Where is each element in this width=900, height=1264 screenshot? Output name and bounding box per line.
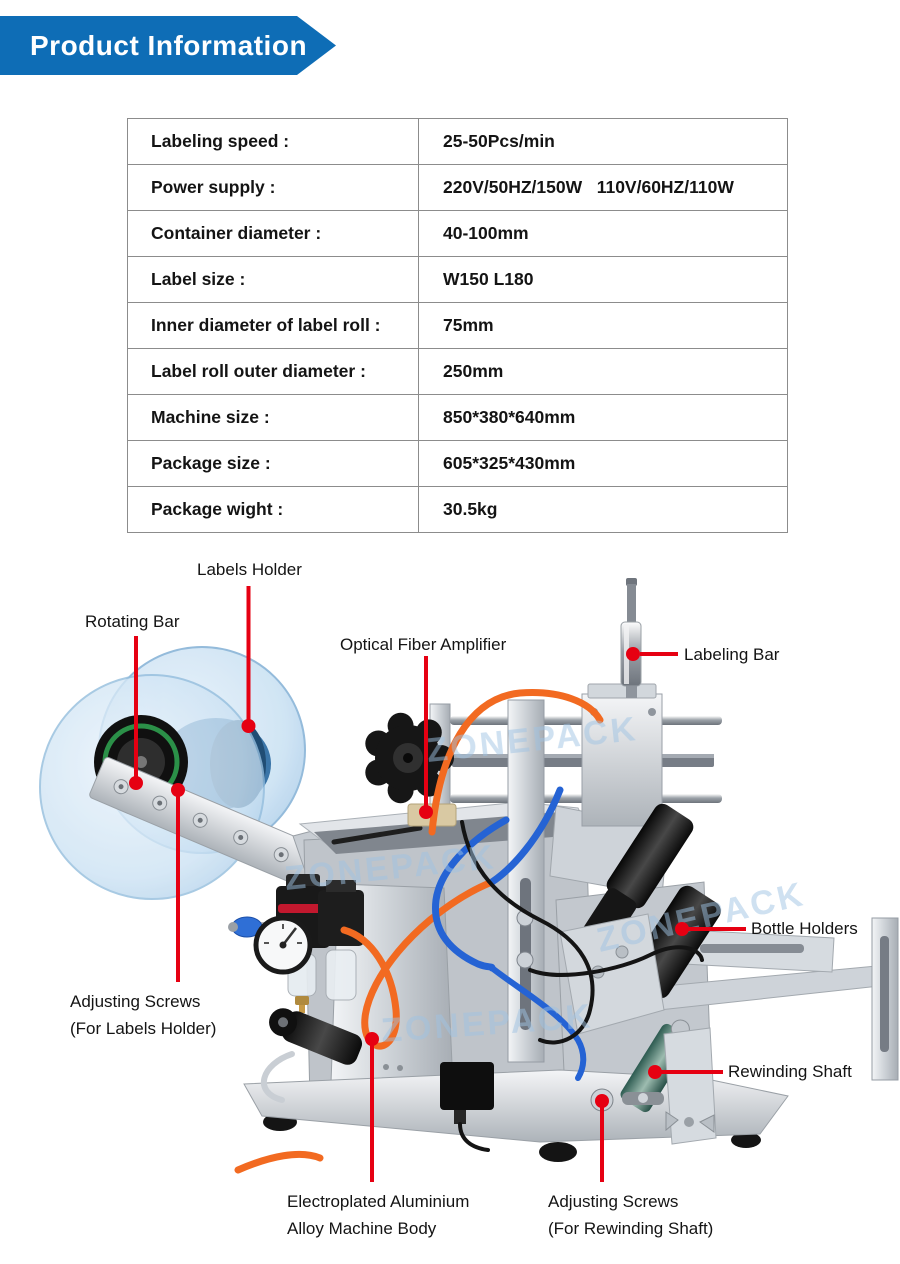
spec-label: Labeling speed : (151, 131, 290, 151)
callout-dot (129, 776, 143, 790)
callout-line1: Adjusting Screws (70, 992, 201, 1011)
table-row: Label roll outer diameter : 250mm (128, 348, 787, 394)
spec-value: 40-100mm (418, 211, 787, 256)
spec-value: W150 L180 (418, 257, 787, 302)
spec-label: Container diameter : (151, 223, 322, 243)
table-row: Label size : W150 L180 (128, 256, 787, 302)
spec-value: 250mm (418, 349, 787, 394)
bracket-screw (615, 945, 629, 959)
spec-value: 75mm (418, 303, 787, 348)
callout-dot (626, 647, 640, 661)
table-row: Inner diameter of label roll : 75mm (128, 302, 787, 348)
labels-holder-arm (89, 757, 325, 890)
rubber-foot (539, 1142, 577, 1162)
wire-handle (260, 1051, 295, 1103)
callout-bottle-holders: Bottle Holders (751, 919, 858, 938)
side-slot (880, 936, 889, 1052)
callout-optical-fiber-amplifier: Optical Fiber Amplifier (340, 635, 507, 654)
spec-value: 220V/50HZ/150W 110V/60HZ/110W (418, 165, 787, 210)
callout-adjusting-screws-rewinding-shaft: Adjusting Screws (For Rewinding Shaft) (548, 1188, 713, 1242)
machine-diagram: ZONEPACK ZONEPACK ZONEPACK ZONEPACK (0, 540, 900, 1264)
callout-dot (365, 1032, 379, 1046)
table-row: Power supply : 220V/50HZ/150W 110V/60HZ/… (128, 164, 787, 210)
right-angled-bracket (559, 913, 665, 1035)
section-banner: Product Information (0, 16, 336, 75)
callout-machine-body: Electroplated Aluminium Alloy Machine Bo… (287, 1188, 469, 1242)
spec-label: Package wight : (151, 499, 284, 519)
spec-label: Power supply : (151, 177, 276, 197)
table-row: Package size : 605*325*430mm (128, 440, 787, 486)
callout-dot (648, 1065, 662, 1079)
table-row: Labeling speed : 25-50Pcs/min (128, 119, 787, 164)
control-box (440, 1062, 494, 1110)
spec-label: Label size : (151, 269, 246, 289)
top-roller (606, 803, 694, 909)
callout-line1: Adjusting Screws (548, 1192, 679, 1211)
callout-line2: (For Rewinding Shaft) (548, 1219, 714, 1238)
callout-dot (675, 922, 689, 936)
callout-line2: (For Labels Holder) (70, 1019, 217, 1038)
spec-value: 30.5kg (418, 487, 787, 532)
cable-gland (454, 1110, 466, 1124)
rubber-foot (731, 1132, 761, 1148)
callout-labels-holder: Labels Holder (197, 560, 302, 579)
spec-label: Label roll outer diameter : (151, 361, 366, 381)
bracket-slot (700, 944, 804, 953)
callout-dot (171, 783, 185, 797)
callout-adjusting-screws-labels-holder: Adjusting Screws (For Labels Holder) (70, 988, 216, 1042)
page-title: Product Information (30, 30, 308, 61)
spec-label: Inner diameter of label roll : (151, 315, 381, 335)
slot-screw (638, 1093, 648, 1103)
callout-labeling-bar: Labeling Bar (684, 645, 780, 664)
rewind-bracket (663, 1027, 717, 1145)
callout-dot (241, 719, 256, 733)
callout-line2: Alloy Machine Body (287, 1219, 437, 1238)
table-row: Machine size : 850*380*640mm (128, 394, 787, 440)
machine-illustration: ZONEPACK ZONEPACK ZONEPACK ZONEPACK (39, 578, 899, 1182)
callout-rotating-bar: Rotating Bar (85, 612, 180, 631)
wing-nut (665, 1111, 715, 1133)
callout-dot (419, 805, 433, 819)
front-roller (269, 1008, 363, 1065)
callout-rewinding-shaft: Rewinding Shaft (728, 1062, 852, 1081)
spec-value: 850*380*640mm (418, 395, 787, 440)
callout-dots (129, 647, 689, 1108)
spec-table: Labeling speed : 25-50Pcs/min Power supp… (127, 118, 788, 533)
spec-value: 25-50Pcs/min (418, 119, 787, 164)
table-row: Package wight : 30.5kg (128, 486, 787, 532)
spec-label: Package size : (151, 453, 271, 473)
callout-lines (134, 586, 746, 1182)
spec-value: 605*325*430mm (418, 441, 787, 486)
callout-line1: Electroplated Aluminium (287, 1192, 470, 1211)
labeling-bar-rod (620, 578, 642, 698)
pneumatic-cylinder (581, 683, 663, 827)
spec-label: Machine size : (151, 407, 270, 427)
table-row: Container diameter : 40-100mm (128, 210, 787, 256)
pressure-gauge (253, 915, 313, 975)
callout-dot (595, 1094, 609, 1108)
